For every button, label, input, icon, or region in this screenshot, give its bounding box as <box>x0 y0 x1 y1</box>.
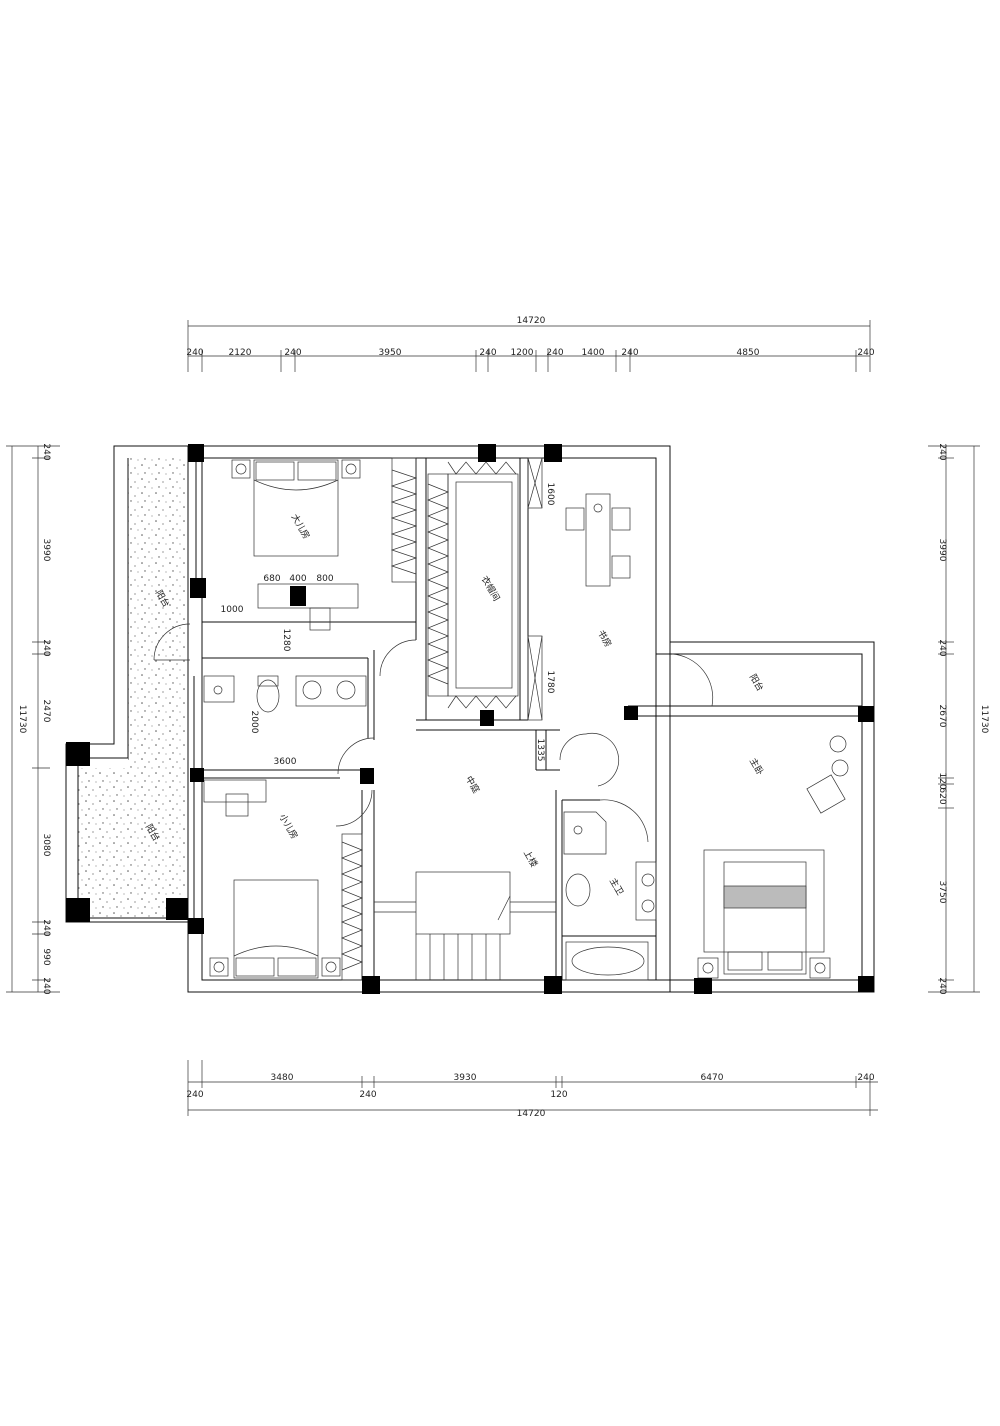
top-seg-1: 2120 <box>229 348 252 358</box>
bottom-seg-upper-3: 240 <box>857 1073 874 1083</box>
bottom-total-dim: 14720 <box>517 1109 546 1119</box>
structural-columns <box>66 444 874 994</box>
top-seg-7: 1400 <box>582 348 605 358</box>
label-small-child-room: 小儿房 <box>277 812 301 841</box>
top-seg-2: 240 <box>284 348 301 358</box>
dim-1600: 1600 <box>545 483 555 506</box>
dim-1000: 1000 <box>221 605 244 615</box>
dim-680: 680 <box>263 574 280 584</box>
bottom-seg-lower-1: 240 <box>359 1090 376 1100</box>
door-swings <box>153 623 714 843</box>
top-seg-8: 240 <box>621 348 638 358</box>
right-seg-2: 240 <box>937 639 947 656</box>
label-stairs-up: 上楼 <box>521 848 540 870</box>
right-seg-6: 3750 <box>937 881 947 904</box>
right-seg-3: 2670 <box>937 705 947 728</box>
bottom-seg-upper-0: 3480 <box>271 1073 294 1083</box>
label-master-bedroom: 主卧 <box>747 756 766 778</box>
right-seg-7: 240 <box>937 977 947 994</box>
left-seg-1: 3990 <box>41 539 51 562</box>
right-seg-0: 240 <box>937 443 947 460</box>
left-seg-7: 240 <box>41 977 51 994</box>
big-child-bed <box>231 459 361 557</box>
dim-2000: 2000 <box>249 711 259 734</box>
master-bed <box>697 849 831 979</box>
left-seg-5: 240 <box>41 919 51 936</box>
top-dimension-lines <box>187 320 871 372</box>
left-seg-0: 240 <box>41 443 51 460</box>
top-seg-4: 240 <box>479 348 496 358</box>
top-seg-3: 3950 <box>379 348 402 358</box>
dim-400: 400 <box>289 574 306 584</box>
top-seg-6: 240 <box>546 348 563 358</box>
bottom-seg-lower-0: 240 <box>186 1090 203 1100</box>
wardrobes <box>341 457 543 981</box>
bottom-dimension-lines <box>187 1060 878 1116</box>
dim-1335: 1335 <box>535 739 545 762</box>
desk-column <box>290 586 306 606</box>
top-seg-0: 240 <box>186 348 203 358</box>
label-study: 书房 <box>595 628 614 650</box>
left-dimension-lines <box>6 445 60 993</box>
dim-1280: 1280 <box>281 629 291 652</box>
right-dimension-lines <box>928 445 980 993</box>
left-seg-4: 3080 <box>41 834 51 857</box>
right-seg-5: 620 <box>937 787 947 804</box>
right-total-dim: 11730 <box>979 705 989 734</box>
bottom-seg-lower-2: 120 <box>550 1090 567 1100</box>
left-seg-3: 2470 <box>41 700 51 723</box>
label-balcony-right: 阳台 <box>747 672 766 694</box>
bottom-seg-upper-1: 3930 <box>454 1073 477 1083</box>
small-child-desk <box>203 779 267 817</box>
dim-800: 800 <box>316 574 333 584</box>
right-seg-1: 3990 <box>937 539 947 562</box>
label-cloakroom: 衣帽间 <box>479 574 503 603</box>
label-big-child-room: 大儿房 <box>289 512 313 541</box>
study-table <box>565 493 631 587</box>
master-bath-fixtures <box>563 811 657 981</box>
left-seg-6: 990 <box>41 948 51 965</box>
label-atrium: 中庭 <box>463 774 482 796</box>
dim-3600: 3600 <box>274 757 297 767</box>
top-seg-10: 240 <box>857 348 874 358</box>
master-armchair <box>806 735 849 814</box>
label-master-bath: 主卫 <box>607 876 626 898</box>
left-seg-2: 240 <box>41 639 51 656</box>
interior-walls <box>187 458 862 980</box>
left-total-dim: 11730 <box>17 705 27 734</box>
left-balcony-top-fill <box>128 458 186 768</box>
staircase <box>374 871 556 980</box>
small-child-bed <box>209 879 341 979</box>
top-seg-5: 1200 <box>511 348 534 358</box>
dim-1780: 1780 <box>545 671 555 694</box>
bathroom-fixtures <box>203 675 367 713</box>
right-seg-4: 120 <box>937 772 947 789</box>
left-balcony-bottom-fill <box>78 768 186 918</box>
bottom-seg-upper-2: 6470 <box>701 1073 724 1083</box>
top-total-dim: 14720 <box>517 316 546 326</box>
big-child-desk <box>257 583 359 631</box>
top-seg-9: 4850 <box>737 348 760 358</box>
